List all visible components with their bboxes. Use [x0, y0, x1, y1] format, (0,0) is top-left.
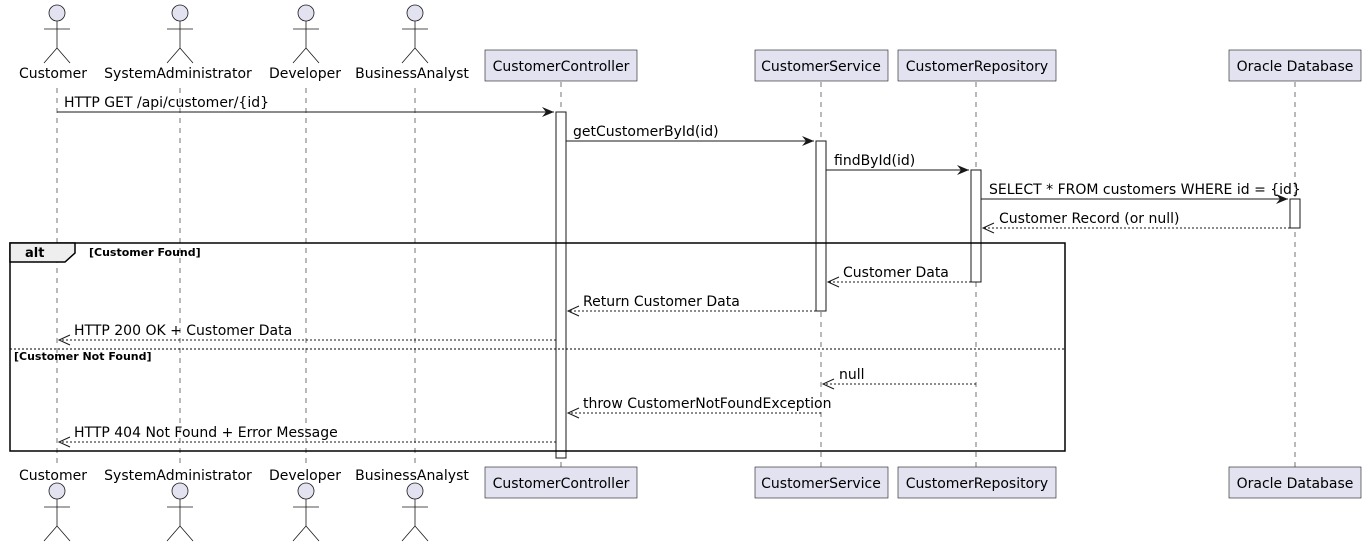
message-http-get: HTTP GET /api/customer/{id} — [57, 95, 554, 117]
actor-label: Developer — [269, 468, 341, 484]
activations — [555, 111, 1301, 459]
arrowhead-icon — [57, 334, 71, 346]
arrowhead-icon — [542, 107, 554, 117]
participant-customer-service-top: CustomerService — [754, 49, 889, 82]
message-label: getCustomerById(id) — [573, 124, 719, 140]
message-label: HTTP 404 Not Found + Error Message — [74, 425, 338, 441]
actor-body-icon — [166, 499, 194, 542]
message-http-404: HTTP 404 Not Found + Error Message — [57, 425, 556, 448]
actor-head-icon — [297, 4, 315, 22]
alt-frame: alt [Customer Found] [Customer Not Found… — [9, 242, 1066, 452]
actor-body-icon — [401, 499, 429, 542]
actor-developer-bottom: Developer — [269, 468, 341, 542]
actor-head-icon — [48, 482, 66, 500]
participant-label: CustomerService — [761, 476, 881, 492]
actor-customer-top: Customer — [19, 4, 87, 82]
message-select-query: SELECT * FROM customers WHERE id = {id} — [981, 182, 1301, 204]
message-throw-exception: throw CustomerNotFoundException — [566, 396, 831, 419]
actor-label: Developer — [269, 66, 341, 82]
participant-label: Oracle Database — [1237, 59, 1354, 75]
message-label: SELECT * FROM customers WHERE id = {id} — [989, 182, 1301, 198]
activation-oracle-database — [1289, 198, 1301, 229]
actor-head-icon — [406, 482, 424, 500]
actor-system-administrator-top: SystemAdministrator — [104, 4, 252, 82]
alt-frame-tab — [9, 242, 76, 263]
activation-customer-repository — [970, 169, 982, 283]
actor-body-icon — [292, 499, 320, 542]
message-label: findById(id) — [834, 153, 915, 169]
message-customer-data: Customer Data — [826, 265, 971, 288]
actor-head-icon — [297, 482, 315, 500]
activation-customer-service — [815, 140, 827, 312]
actor-system-administrator-bottom: SystemAdministrator — [104, 468, 252, 542]
actor-head-icon — [406, 4, 424, 22]
actor-label: Customer — [19, 66, 87, 82]
message-get-customer-by-id: getCustomerById(id) — [566, 124, 814, 146]
message-null: null — [821, 367, 976, 390]
arrowhead-icon — [981, 222, 995, 234]
arrowhead-icon — [566, 305, 580, 317]
participant-label: CustomerController — [493, 476, 630, 492]
actor-body-icon — [292, 21, 320, 64]
arrowhead-icon — [566, 407, 580, 419]
arrowhead-icon — [826, 276, 840, 288]
actor-label: Customer — [19, 468, 87, 484]
actor-body-icon — [401, 21, 429, 64]
alt-keyword: alt — [25, 246, 44, 261]
actor-head-icon — [171, 482, 189, 500]
actor-business-analyst-bottom: BusinessAnalyst — [355, 468, 469, 542]
actor-customer-bottom: Customer — [19, 468, 87, 542]
message-label: Customer Record (or null) — [999, 211, 1180, 227]
message-find-by-id: findById(id) — [826, 153, 969, 175]
participant-customer-repository-bottom: CustomerRepository — [897, 466, 1057, 499]
participant-customer-controller-top: CustomerController — [484, 49, 638, 82]
participant-label: CustomerRepository — [906, 59, 1048, 75]
message-label: Customer Data — [843, 265, 949, 281]
alt-guard-found: [Customer Found] — [89, 246, 201, 259]
alt-frame-border — [9, 242, 1066, 452]
message-label: Return Customer Data — [583, 294, 740, 310]
message-label: throw CustomerNotFoundException — [583, 396, 831, 412]
message-label: HTTP 200 OK + Customer Data — [74, 323, 292, 339]
participant-customer-controller-bottom: CustomerController — [484, 466, 638, 499]
arrowhead-icon — [1276, 194, 1288, 204]
message-return-customer-data: Return Customer Data — [566, 294, 816, 317]
actor-body-icon — [43, 21, 71, 64]
participant-label: CustomerRepository — [906, 476, 1048, 492]
participant-customer-service-bottom: CustomerService — [754, 466, 889, 499]
actor-label: BusinessAnalyst — [355, 468, 469, 484]
actor-label: BusinessAnalyst — [355, 66, 469, 82]
participant-oracle-database-bottom: Oracle Database — [1228, 466, 1362, 499]
message-http-200: HTTP 200 OK + Customer Data — [57, 323, 556, 346]
activation-customer-controller — [555, 111, 567, 459]
participant-oracle-database-top: Oracle Database — [1228, 49, 1362, 82]
actor-developer-top: Developer — [269, 4, 341, 82]
message-customer-record: Customer Record (or null) — [981, 211, 1290, 234]
arrowhead-icon — [821, 378, 835, 390]
actor-label: SystemAdministrator — [104, 468, 252, 484]
actor-label: SystemAdministrator — [104, 66, 252, 82]
participant-label: CustomerController — [493, 59, 630, 75]
participant-label: Oracle Database — [1237, 476, 1354, 492]
message-label: null — [839, 367, 865, 383]
actor-business-analyst-top: BusinessAnalyst — [355, 4, 469, 82]
participant-label: CustomerService — [761, 59, 881, 75]
arrowhead-icon — [802, 136, 814, 146]
participant-customer-repository-top: CustomerRepository — [897, 49, 1057, 82]
actor-head-icon — [48, 4, 66, 22]
alt-guard-not-found: [Customer Not Found] — [14, 350, 152, 363]
arrowhead-icon — [57, 436, 71, 448]
arrowhead-icon — [957, 165, 969, 175]
actor-body-icon — [166, 21, 194, 64]
actor-head-icon — [171, 4, 189, 22]
actor-body-icon — [43, 499, 71, 542]
message-label: HTTP GET /api/customer/{id} — [64, 95, 269, 111]
